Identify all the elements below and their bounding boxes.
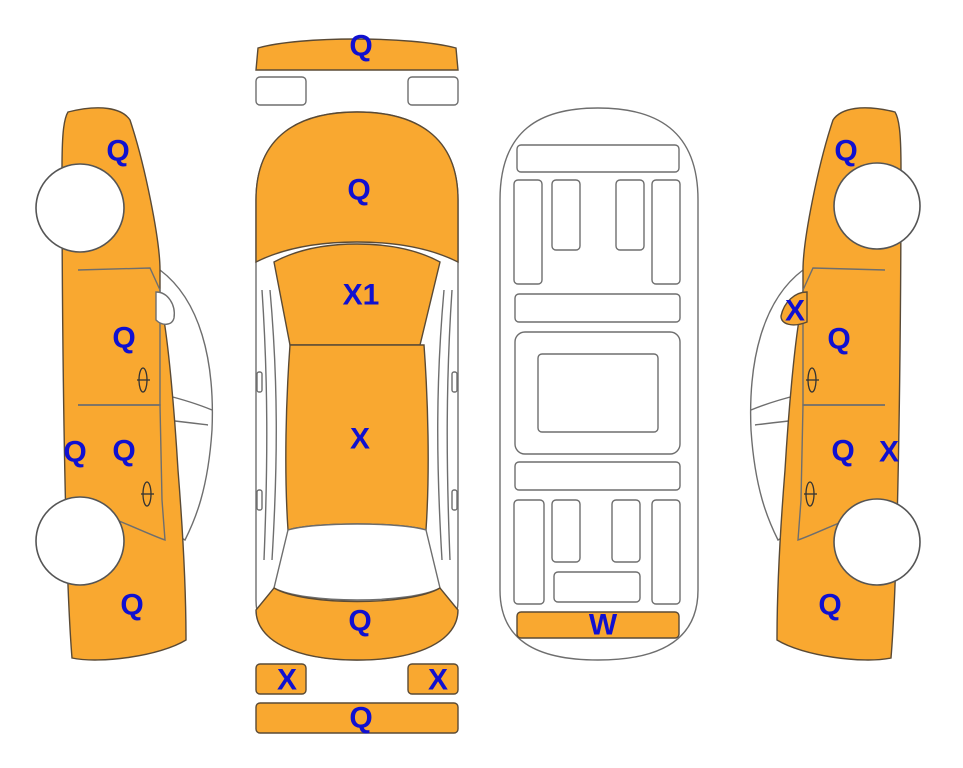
label-floor-rear-strip: W <box>589 609 618 642</box>
label-left-rocker: Q <box>63 436 86 469</box>
rear-bumper-strip[interactable] <box>255 702 459 734</box>
right-front-wheel <box>833 162 921 250</box>
label-left-front-fender: Q <box>106 135 129 168</box>
label-left-rear-door: Q <box>112 435 135 468</box>
label-rear-bumper-strip: Q <box>349 702 372 735</box>
label-windshield: X1 <box>343 279 380 312</box>
headlight-left <box>255 76 307 106</box>
rear-light-right[interactable] <box>407 663 459 695</box>
top-view <box>255 38 459 734</box>
left-front-wheel <box>35 163 125 253</box>
trunk-panel[interactable] <box>255 587 459 661</box>
label-front-bumper-strip: Q <box>349 30 372 63</box>
label-hood: Q <box>347 174 370 207</box>
rear-light-left[interactable] <box>255 663 307 695</box>
label-right-rear-door: Q <box>831 435 854 468</box>
label-right-front-door: Q <box>827 323 850 356</box>
headlight-right <box>407 76 459 106</box>
right-mirror[interactable] <box>780 291 808 326</box>
label-left-rear-quarter: Q <box>120 589 143 622</box>
label-roof: X <box>350 423 370 456</box>
label-right-front-fender: Q <box>834 135 857 168</box>
rear-window <box>273 523 441 601</box>
right-side-view <box>749 107 921 661</box>
right-rear-wheel <box>833 498 921 586</box>
label-trunk: Q <box>348 605 371 638</box>
label-left-front-door: Q <box>112 322 135 355</box>
floor-rear-strip[interactable] <box>516 611 680 639</box>
hood-panel[interactable] <box>255 111 459 264</box>
label-right-rear-quarter: Q <box>818 589 841 622</box>
left-mirror <box>155 291 175 325</box>
left-rear-wheel <box>35 496 125 586</box>
label-rear-light-left: X <box>277 664 297 697</box>
windshield-panel[interactable] <box>273 243 441 346</box>
label-right-rocker: X <box>879 436 899 469</box>
front-bumper-strip[interactable] <box>255 38 459 71</box>
underbody-view <box>499 107 699 661</box>
damage-labels: Q Q X1 X Q X X Q W Q Q Q Q Q Q X Q Q X Q <box>63 30 899 735</box>
left-side-view <box>35 107 214 661</box>
label-rear-light-right: X <box>428 664 448 697</box>
label-right-mirror: X <box>785 295 805 328</box>
